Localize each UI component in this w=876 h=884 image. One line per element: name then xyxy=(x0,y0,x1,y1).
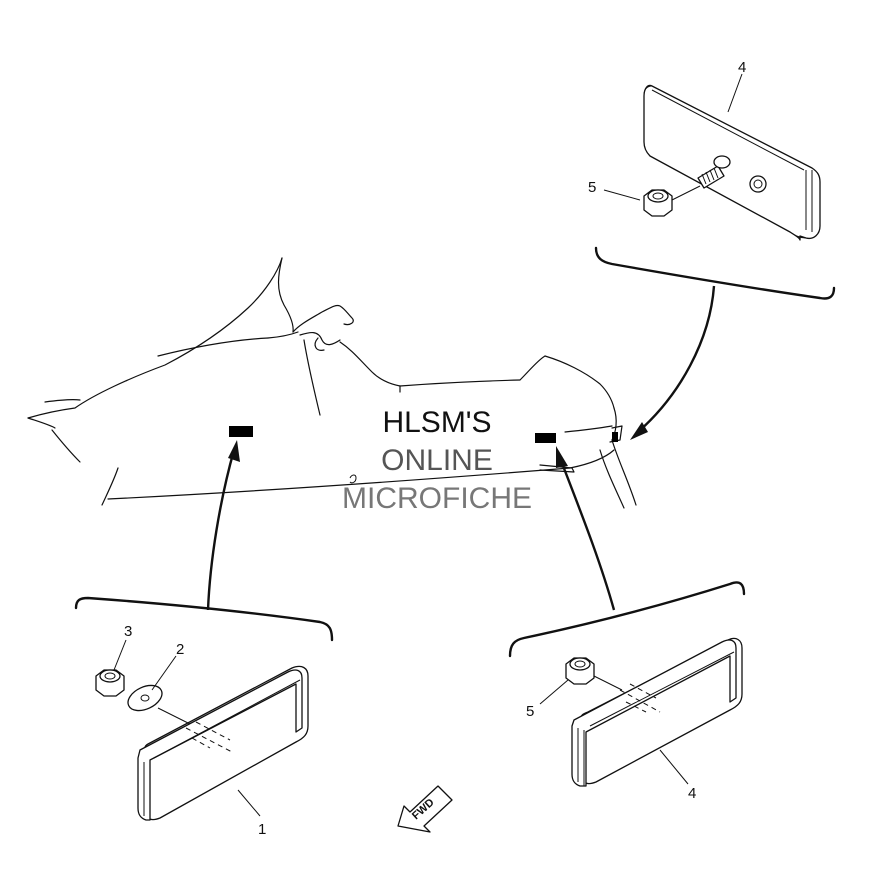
reflector-rear-top xyxy=(643,84,821,241)
front-marker-arrow xyxy=(206,440,240,611)
callout-1: 1 xyxy=(258,821,266,838)
washer xyxy=(127,684,163,712)
leader-2 xyxy=(151,655,177,691)
tail-reflector-location-marker xyxy=(612,432,618,442)
leader-1 xyxy=(237,789,261,817)
leader-3 xyxy=(113,639,127,671)
leader-washer-stud xyxy=(157,707,191,725)
callout-2: 2 xyxy=(176,641,184,658)
leader-bottom-stud xyxy=(593,675,623,691)
rear-reflector-location-marker xyxy=(535,433,556,443)
reflector-front xyxy=(137,665,309,821)
leader-top-5 xyxy=(603,189,641,201)
vehicle-outline xyxy=(27,257,637,509)
watermark-line-3: MICROFICHE xyxy=(342,482,532,515)
bottom-left-group-bracket xyxy=(74,596,334,642)
callout-5-bottom: 5 xyxy=(526,703,534,720)
callout-3: 3 xyxy=(124,623,132,640)
reflector-rear-bottom xyxy=(571,637,743,787)
tail-marker-arrow xyxy=(630,285,716,440)
leader-top-stud xyxy=(671,185,701,201)
leader-bottom-4 xyxy=(659,749,689,785)
callout-5-top: 5 xyxy=(588,179,596,196)
watermark-line-1: HLSM'S xyxy=(382,406,491,439)
rear-marker-arrow xyxy=(556,446,616,611)
callout-4-top: 4 xyxy=(738,59,746,76)
callout-4-bottom: 4 xyxy=(688,785,696,802)
leader-bottom-5 xyxy=(539,679,569,705)
front-reflector-location-marker xyxy=(229,426,253,437)
bottom-right-group-bracket xyxy=(508,581,746,658)
nut-left xyxy=(95,669,125,697)
nut-top xyxy=(643,189,673,217)
forward-direction-arrow-icon: FWD xyxy=(397,785,453,833)
nut-bottom-right xyxy=(565,657,595,685)
leader-top-4 xyxy=(727,73,743,113)
top-right-group-bracket xyxy=(594,246,836,300)
watermark-line-2: ONLINE xyxy=(381,444,493,477)
